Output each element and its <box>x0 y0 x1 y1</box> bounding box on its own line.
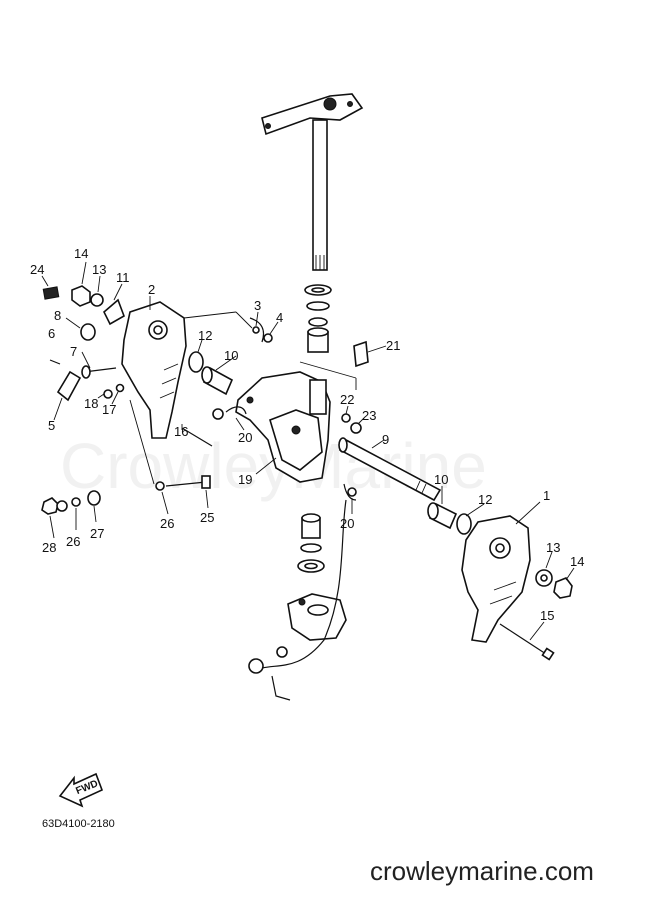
washer-26 <box>71 497 81 507</box>
diagram-part-number: 63D4100-2180 <box>42 818 115 830</box>
callout-26-center: 26 <box>160 516 174 531</box>
callout-27: 27 <box>90 526 104 541</box>
washer-22 <box>341 413 351 423</box>
nut-28a <box>41 497 59 515</box>
callout-5: 5 <box>48 418 55 433</box>
grommet-3 <box>252 326 260 334</box>
callout-14-left: 14 <box>74 246 88 261</box>
screw-4 <box>263 333 273 343</box>
shaft-bushings <box>304 284 332 353</box>
plate-21 <box>353 340 369 368</box>
callout-9: 9 <box>382 432 389 447</box>
lower-bushings <box>297 513 325 573</box>
callout-28: 28 <box>42 540 56 555</box>
steering-arm-shaft <box>261 93 364 271</box>
washer-right <box>456 513 472 535</box>
callout-10-right: 10 <box>434 472 448 487</box>
clip-20-left <box>225 406 247 415</box>
callout-15: 15 <box>540 608 554 623</box>
callout-22: 22 <box>340 392 354 407</box>
bushing-left <box>201 366 234 396</box>
tilt-tube <box>338 437 442 502</box>
callout-16: 16 <box>174 424 188 439</box>
callout-3: 3 <box>254 298 261 313</box>
screw-20-left <box>212 408 224 420</box>
washer-27 <box>87 490 101 506</box>
callout-2: 2 <box>148 282 155 297</box>
bolt-7 <box>81 365 117 379</box>
callout-25: 25 <box>200 510 214 525</box>
callout-8: 8 <box>54 308 61 323</box>
callout-24: 24 <box>30 262 44 277</box>
callout-18: 18 <box>84 396 98 411</box>
callout-7: 7 <box>70 344 77 359</box>
callout-19: 19 <box>238 472 252 487</box>
callout-1: 1 <box>543 488 550 503</box>
lever-5 <box>56 370 82 402</box>
leader-lines <box>41 261 575 641</box>
callouts: 1 2 3 4 5 6 7 8 9 10 10 11 12 12 13 13 1… <box>30 246 584 623</box>
site-name: crowleymarine.com <box>370 856 594 886</box>
clamp-bracket-right <box>461 515 531 643</box>
callout-26-left: 26 <box>66 534 80 549</box>
callout-21: 21 <box>386 338 400 353</box>
callout-6: 6 <box>48 326 55 341</box>
screw-23 <box>350 422 362 434</box>
clip-20-right <box>343 483 357 501</box>
nut-14-right <box>553 577 573 599</box>
bushing-right <box>427 502 458 530</box>
callout-20-left: 20 <box>238 430 252 445</box>
wire-3 <box>249 317 265 343</box>
washer-13-left <box>90 293 104 307</box>
plate-11 <box>103 298 125 326</box>
washer-17 <box>115 383 125 393</box>
screw-6 <box>49 359 61 365</box>
washer-18 <box>103 389 113 399</box>
washer-28b <box>56 500 68 512</box>
screw-20-right <box>347 487 357 497</box>
callout-17: 17 <box>102 402 116 417</box>
callout-20-right: 20 <box>340 516 354 531</box>
callout-13-right: 13 <box>546 540 560 555</box>
washer-13-right-hole <box>540 574 548 582</box>
lower-mount <box>287 593 347 641</box>
callout-23: 23 <box>362 408 376 423</box>
plate-24 <box>42 286 60 300</box>
nut-14-left <box>71 285 91 307</box>
fwd-arrow: FWD <box>58 772 104 808</box>
callout-4: 4 <box>276 310 283 325</box>
callout-11: 11 <box>116 270 130 285</box>
washer-left <box>188 351 204 373</box>
pin <box>181 427 213 447</box>
callout-14-right: 14 <box>570 554 584 569</box>
bolt-center <box>165 475 211 489</box>
bolt-right <box>499 623 555 661</box>
washer-8 <box>80 323 96 341</box>
callout-13-left: 13 <box>92 262 106 277</box>
swivel-bracket <box>235 371 331 483</box>
callout-10-left: 10 <box>224 348 238 363</box>
ground-wire <box>248 499 347 701</box>
clamp-bracket-left <box>121 301 187 439</box>
callout-12-left: 12 <box>198 328 212 343</box>
washer-26-center <box>155 481 165 491</box>
callout-12-right: 12 <box>478 492 492 507</box>
